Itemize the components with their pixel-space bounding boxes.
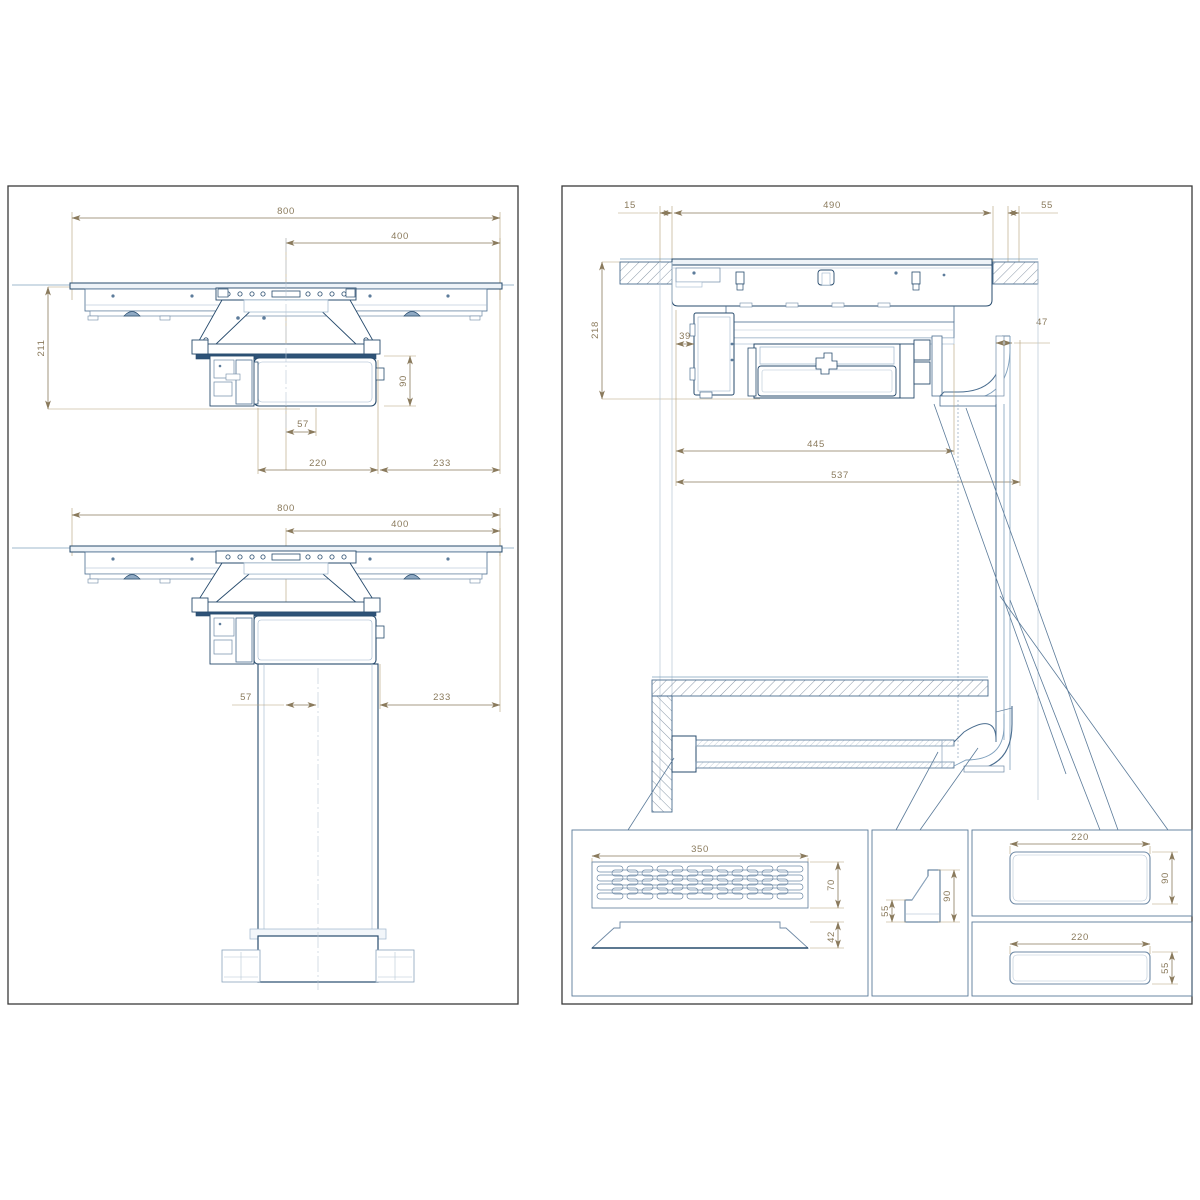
dim-label-537: 537 bbox=[831, 470, 849, 481]
dim-label-90-a: 90 bbox=[398, 375, 409, 387]
dim-label-233-b: 233 bbox=[433, 692, 451, 703]
centre-bracket-b bbox=[215, 550, 357, 564]
left-panel: 800 400 211 bbox=[7, 185, 519, 1005]
dim-label-445: 445 bbox=[807, 439, 825, 450]
dim-label-400-a: 400 bbox=[391, 231, 409, 242]
dim-label-90-bracket: 90 bbox=[942, 890, 953, 902]
dim-label-490: 490 bbox=[823, 200, 841, 211]
detail-grille: 350 bbox=[571, 829, 869, 997]
dim-label-218: 218 bbox=[590, 321, 601, 339]
grille-slots bbox=[596, 865, 804, 900]
lift-cartridge-side bbox=[747, 335, 943, 399]
dim-label-400-b: 400 bbox=[391, 519, 409, 530]
dim-label-220-upper: 220 bbox=[1071, 832, 1089, 843]
dim-490: 490 bbox=[673, 200, 992, 216]
dim-90-bracket: 90 bbox=[938, 869, 960, 923]
dim-label-39: 39 bbox=[679, 331, 691, 342]
dim-220-lower: 220 bbox=[1009, 932, 1151, 954]
dim-label-47: 47 bbox=[1036, 317, 1048, 328]
floor-slab-section bbox=[651, 676, 989, 813]
dim-label-90-upper: 90 bbox=[1160, 872, 1171, 884]
dim-label-15: 15 bbox=[624, 200, 636, 211]
dim-90-upper: 90 bbox=[1152, 851, 1178, 905]
dim-label-350: 350 bbox=[691, 844, 709, 855]
dim-233-b: 233 bbox=[379, 664, 501, 709]
dim-label-57-b: 57 bbox=[240, 692, 252, 703]
dim-400-a: 400 bbox=[285, 231, 501, 246]
dim-label-233-a: 233 bbox=[433, 458, 451, 469]
dim-label-42: 42 bbox=[826, 931, 837, 943]
dim-label-800-a: 800 bbox=[277, 206, 295, 217]
grille-profile bbox=[590, 921, 810, 949]
opening-rect-upper bbox=[1009, 851, 1151, 905]
view-side-section: 15 490 55 218 bbox=[590, 200, 1169, 831]
cover-curve-lower bbox=[953, 706, 1013, 773]
dim-800-a: 800 bbox=[71, 206, 501, 221]
descending-duct bbox=[957, 336, 1011, 770]
detail-grille-border bbox=[571, 829, 869, 997]
view-front-elevation-retracted: 800 400 211 bbox=[12, 206, 514, 474]
detail-bracket-profile: 55 90 bbox=[871, 829, 969, 997]
detail-boxes: 350 bbox=[571, 829, 1193, 997]
detail-opening-upper: 220 90 bbox=[971, 829, 1193, 917]
view-front-elevation-extended: 800 400 bbox=[12, 503, 514, 990]
lift-body-a bbox=[249, 357, 385, 407]
dim-label-800-b: 800 bbox=[277, 503, 295, 514]
dim-label-220-lower: 220 bbox=[1071, 932, 1089, 943]
detail-opening-lower: 220 55 bbox=[971, 921, 1193, 997]
motor-assembly-a bbox=[209, 355, 255, 407]
dim-55-lower: 55 bbox=[1152, 951, 1178, 985]
dim-55-bracket: 55 bbox=[880, 899, 906, 923]
motor-assembly-b bbox=[209, 613, 255, 665]
right-panel: 15 490 55 218 bbox=[561, 185, 1193, 1005]
dim-70: 70 bbox=[810, 861, 844, 909]
dim-55-top: 55 bbox=[1007, 200, 1058, 216]
dim-90-a: 90 bbox=[384, 355, 416, 407]
dim-15: 15 bbox=[618, 200, 673, 216]
dim-57-b: 57 bbox=[232, 692, 317, 708]
lift-body-b bbox=[253, 615, 385, 665]
dim-220-233-a: 220 233 bbox=[257, 300, 501, 474]
dim-445: 445 bbox=[675, 439, 955, 454]
dim-label-55-lower: 55 bbox=[1160, 962, 1171, 974]
witness-lines-lower bbox=[675, 310, 1021, 486]
lower-duct bbox=[671, 735, 955, 773]
left-panel-border bbox=[7, 185, 519, 1005]
dim-39: 39 bbox=[675, 331, 695, 347]
dim-400-b: 400 bbox=[285, 519, 501, 534]
dim-800-b: 800 bbox=[71, 503, 501, 518]
leader-lines bbox=[627, 403, 1169, 831]
dim-label-57-a: 57 bbox=[297, 419, 309, 430]
dim-label-55-top: 55 bbox=[1041, 200, 1053, 211]
dim-label-220-a: 220 bbox=[309, 458, 327, 469]
detail-bracket-border bbox=[871, 829, 969, 997]
dim-label-70: 70 bbox=[826, 879, 837, 891]
detail-opening-lower-border bbox=[971, 921, 1193, 997]
scissor-arms-b bbox=[195, 562, 377, 605]
opening-rect-lower bbox=[1009, 951, 1151, 985]
bracket-profile-shape bbox=[904, 869, 941, 923]
dim-label-211: 211 bbox=[36, 340, 47, 357]
dim-label-55-bracket: 55 bbox=[880, 905, 891, 917]
dim-42: 42 bbox=[810, 921, 844, 949]
right-panel-border bbox=[561, 185, 1193, 1005]
carriage-plate-b bbox=[191, 597, 381, 617]
dim-220-upper: 220 bbox=[1009, 832, 1151, 854]
housing-body-side bbox=[671, 258, 993, 308]
dim-537: 537 bbox=[675, 470, 1021, 485]
control-box-side bbox=[689, 312, 735, 399]
detail-opening-upper-border bbox=[971, 829, 1193, 917]
dim-57-a: 57 bbox=[285, 408, 317, 436]
